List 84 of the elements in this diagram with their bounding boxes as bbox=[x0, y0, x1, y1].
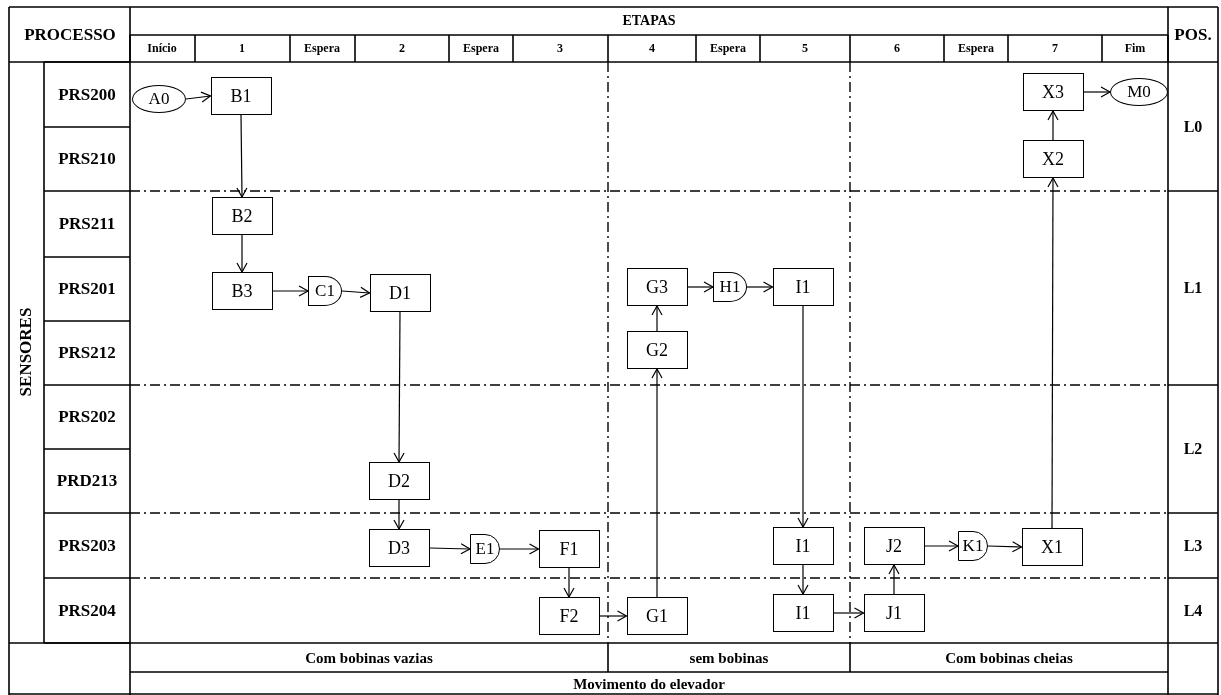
column-header: Fim bbox=[1124, 42, 1146, 56]
process-box: D2 bbox=[368, 462, 430, 500]
process-box: B2 bbox=[211, 197, 273, 235]
arrow bbox=[797, 564, 809, 595]
sensor-label: PRS204 bbox=[58, 601, 116, 621]
arrow bbox=[1082, 86, 1111, 98]
process-box: J2 bbox=[863, 527, 925, 565]
process-box: F2 bbox=[538, 597, 600, 635]
sensor-label: PRS211 bbox=[58, 214, 116, 234]
arrow bbox=[499, 543, 540, 555]
process-box: X1 bbox=[1021, 528, 1083, 566]
column-header: 5 bbox=[802, 42, 808, 56]
column-header: Início bbox=[147, 42, 177, 56]
sensor-label: PRS200 bbox=[58, 85, 116, 105]
arrow bbox=[341, 286, 371, 298]
footer-label: Movimento do elevador bbox=[573, 675, 725, 693]
sensor-label: PRS212 bbox=[58, 343, 116, 363]
arrow bbox=[987, 541, 1023, 553]
position-label: L4 bbox=[1183, 602, 1203, 620]
arrow bbox=[598, 610, 628, 622]
gate-shape: H1 bbox=[713, 272, 747, 302]
process-box: G2 bbox=[626, 331, 688, 369]
column-header: ETAPAS bbox=[622, 13, 676, 29]
process-box: B1 bbox=[210, 77, 272, 115]
arrow bbox=[185, 91, 212, 103]
phase-label: Com bobinas cheias bbox=[945, 649, 1073, 667]
column-header: Espera bbox=[304, 42, 340, 56]
process-box: F1 bbox=[538, 530, 600, 568]
phase-label: Com bobinas vazias bbox=[305, 649, 433, 667]
column-header: 2 bbox=[399, 42, 405, 56]
position-label: L0 bbox=[1183, 118, 1203, 136]
sensor-label: PRS210 bbox=[58, 149, 116, 169]
column-header: Espera bbox=[710, 42, 746, 56]
column-header: 4 bbox=[649, 42, 655, 56]
arrow bbox=[428, 543, 471, 555]
terminal-ellipse: M0 bbox=[1110, 78, 1168, 106]
position-label: L1 bbox=[1183, 279, 1203, 297]
process-box: J1 bbox=[863, 594, 925, 632]
arrow bbox=[651, 305, 663, 332]
terminal-ellipse: A0 bbox=[132, 85, 186, 113]
arrow bbox=[888, 564, 900, 595]
arrow bbox=[393, 499, 405, 530]
arrow bbox=[563, 567, 575, 598]
arrow bbox=[393, 311, 405, 463]
position-label: L3 bbox=[1183, 537, 1203, 555]
sensor-label: PRD213 bbox=[56, 471, 118, 491]
sensor-label: PRS203 bbox=[58, 536, 116, 556]
arrow bbox=[832, 607, 865, 619]
process-box: G1 bbox=[626, 597, 688, 635]
arrow bbox=[686, 281, 714, 293]
gate-shape: E1 bbox=[470, 534, 500, 564]
column-header: Espera bbox=[463, 42, 499, 56]
process-box: I1 bbox=[772, 594, 834, 632]
arrow bbox=[746, 281, 774, 293]
process-box: B3 bbox=[211, 272, 273, 310]
arrow bbox=[271, 285, 309, 297]
row-group-header: SENSORES bbox=[16, 307, 36, 397]
arrow bbox=[236, 114, 248, 198]
arrow bbox=[651, 368, 663, 598]
process-box: D1 bbox=[369, 274, 431, 312]
column-header: Espera bbox=[958, 42, 994, 56]
column-header: 6 bbox=[894, 42, 900, 56]
process-box: G3 bbox=[626, 268, 688, 306]
position-label: L2 bbox=[1183, 440, 1203, 458]
process-box: I1 bbox=[772, 268, 834, 306]
arrow bbox=[923, 540, 959, 552]
arrow bbox=[1047, 177, 1059, 529]
column-header: POS. bbox=[1174, 25, 1212, 45]
process-box: D3 bbox=[368, 529, 430, 567]
column-header: 7 bbox=[1052, 42, 1058, 56]
arrow bbox=[797, 305, 809, 528]
arrow bbox=[236, 234, 248, 273]
arrow bbox=[1047, 110, 1059, 141]
gate-shape: C1 bbox=[308, 276, 342, 306]
process-box: X3 bbox=[1022, 73, 1084, 111]
column-header: 3 bbox=[557, 42, 563, 56]
column-header: PROCESSO bbox=[24, 25, 116, 45]
sensor-label: PRS202 bbox=[58, 407, 116, 427]
gate-shape: K1 bbox=[958, 531, 988, 561]
process-box: I1 bbox=[772, 527, 834, 565]
phase-label: sem bobinas bbox=[689, 649, 769, 667]
sensor-label: PRS201 bbox=[58, 279, 116, 299]
column-header: 1 bbox=[239, 42, 245, 56]
process-box: X2 bbox=[1022, 140, 1084, 178]
